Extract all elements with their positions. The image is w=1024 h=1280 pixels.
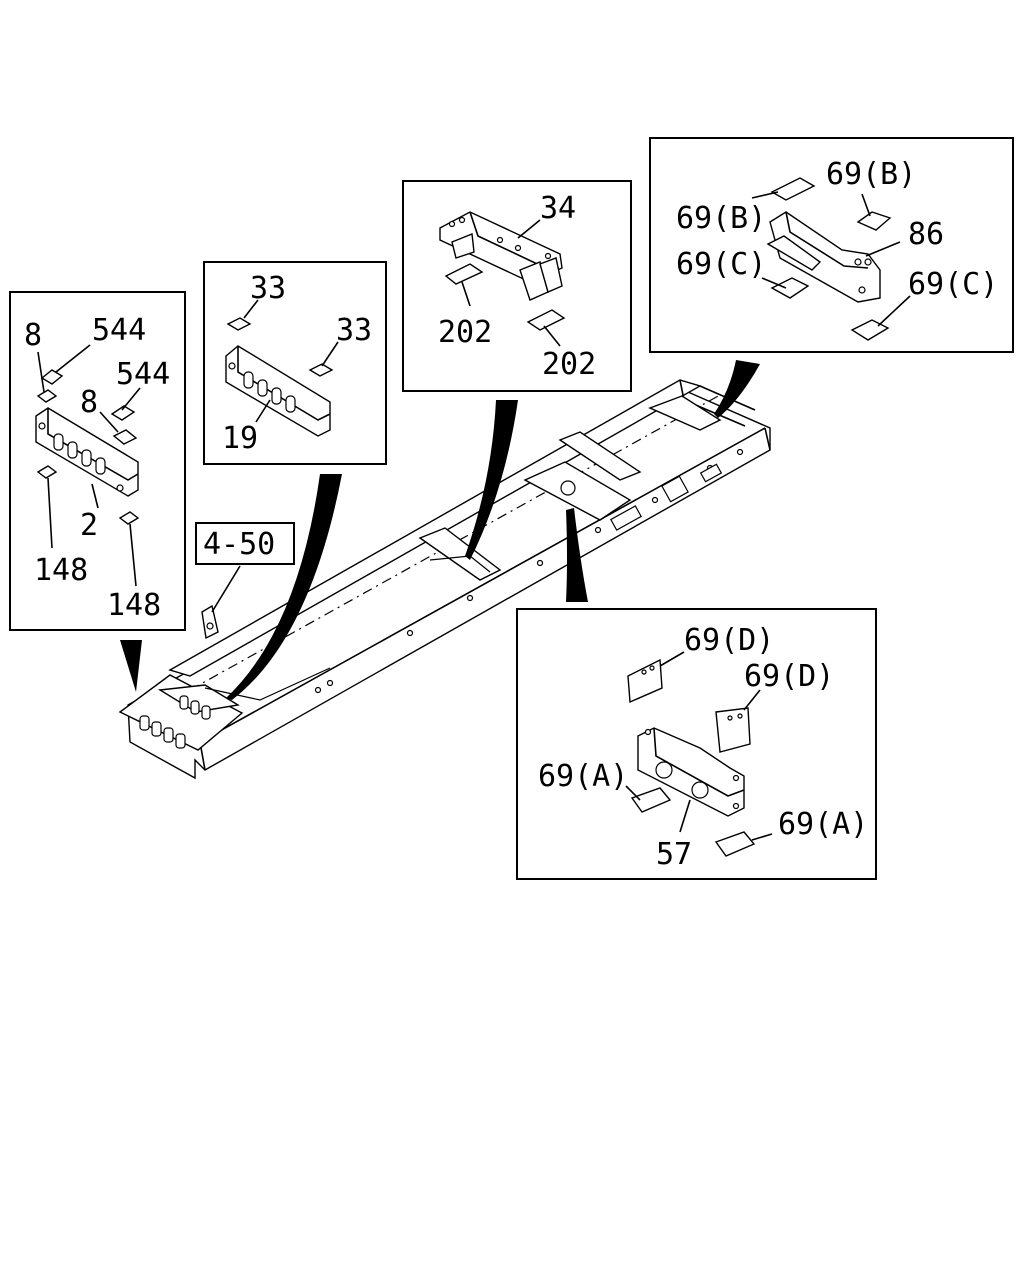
label-19: 19: [222, 421, 258, 456]
label-34: 34: [540, 191, 576, 226]
label-69a-b: 69(A): [778, 807, 868, 842]
label-86: 86: [908, 217, 944, 252]
label-69c-b: 69(C): [908, 267, 998, 302]
plate-69a-a: [630, 787, 672, 813]
plate-69b-b: [856, 211, 892, 231]
crossmember-86-on-frame: [648, 395, 722, 431]
crossmember-57-on-frame: [523, 431, 642, 521]
crossmember-57: [637, 727, 745, 817]
pointer-wedges: [120, 360, 760, 700]
label-69b-b: 69(B): [826, 157, 916, 192]
label-33-a: 33: [250, 271, 286, 306]
plate-69c-b: [850, 319, 890, 341]
plate-69b-a: [770, 177, 816, 201]
plate-544-a: [40, 369, 64, 385]
label-69b-a: 69(B): [676, 201, 766, 236]
rail-holes: [314, 448, 744, 694]
plate-202-a: [444, 263, 484, 285]
plate-148-a: [36, 465, 58, 479]
callout-box-crossmember-34: 34 202 202: [402, 180, 632, 392]
callout-box-crossmember-57: 69(D) 69(D) 69(A) 69(A) 57: [516, 608, 877, 880]
label-544-b: 544: [116, 357, 170, 392]
plate-148-b: [118, 511, 140, 525]
plate-69d-b: [715, 707, 751, 753]
crossmember-2: [35, 407, 139, 497]
plate-544-b: [110, 405, 136, 421]
plate-8-a: [36, 389, 58, 403]
plate-69d-a: [627, 658, 663, 704]
plate-69c-a: [770, 277, 810, 299]
label-69c-a: 69(C): [676, 247, 766, 282]
plate-33-a: [226, 317, 252, 331]
label-544-a: 544: [92, 313, 146, 348]
plate-69a-b: [714, 831, 756, 857]
label-57: 57: [656, 837, 692, 872]
plate-8-b: [112, 429, 138, 445]
reference-label: 4-50: [203, 527, 275, 562]
label-33-b: 33: [336, 313, 372, 348]
label-8-b: 8: [80, 385, 98, 420]
label-8-a: 8: [24, 318, 42, 353]
callout-box-crossmember-19: 33 33 19: [203, 261, 387, 465]
label-202-a: 202: [438, 315, 492, 350]
label-148-a: 148: [34, 553, 88, 588]
crossmember-34: [439, 211, 563, 301]
label-148-b: 148: [107, 588, 161, 623]
bracket-part: [201, 604, 219, 640]
label-202-b: 202: [542, 347, 596, 382]
label-69d-a: 69(D): [684, 623, 774, 658]
crossmember-19: [225, 345, 331, 437]
rear-crossmember-on-frame: [118, 674, 244, 751]
label-69a-a: 69(A): [538, 759, 628, 794]
callout-box-crossmember-86: 69(B) 69(B) 86 69(C) 69(C): [649, 137, 1014, 353]
plate-202-b: [526, 309, 566, 331]
callout-box-rear-crossmember: 8 544 544 8 2 148 148: [9, 291, 186, 631]
chassis-frame: [118, 379, 771, 780]
reference-box-4-50: 4-50: [195, 522, 295, 613]
label-2: 2: [80, 508, 98, 543]
crossmember-86: [766, 211, 881, 303]
plate-33-b: [308, 363, 334, 377]
label-69d-b: 69(D): [744, 659, 834, 694]
